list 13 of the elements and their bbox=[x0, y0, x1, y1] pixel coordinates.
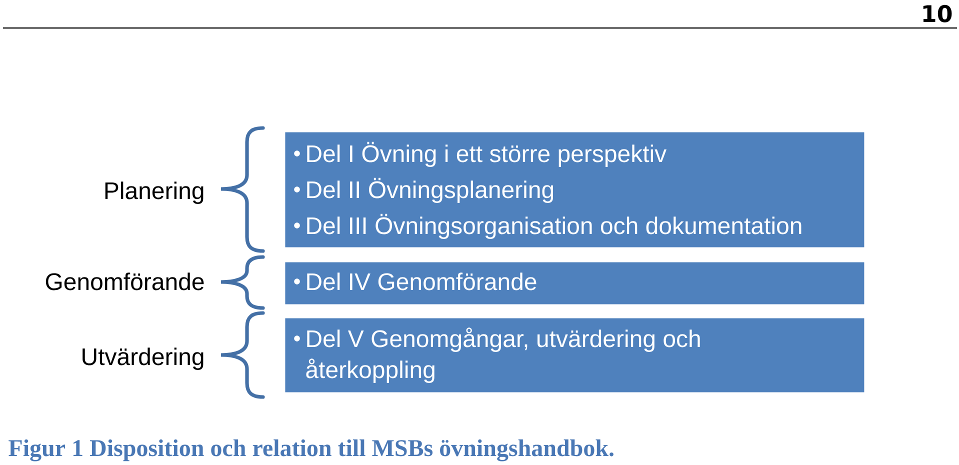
phase-label: Planering bbox=[105, 182, 204, 204]
figure-caption: Figur 1 Disposition och relation till MSBs övningshandbok. bbox=[8, 439, 614, 462]
list-item: Del III Övningsorganisation och dokumentation bbox=[307, 214, 802, 239]
page-number: 10 bbox=[923, 4, 952, 22]
section-box bbox=[285, 132, 864, 248]
list-item: Del I Övning i ett större perspektiv bbox=[307, 142, 667, 167]
phase-label: Utvärdering bbox=[82, 348, 204, 370]
section-box bbox=[285, 318, 864, 392]
list-item: Del II Övningsplanering bbox=[307, 178, 554, 203]
section-box bbox=[285, 262, 864, 304]
list-item: Del IV Genomförande bbox=[307, 272, 536, 290]
phase-label: Genomförande bbox=[46, 272, 204, 290]
list-item: Del V Genomgångar, utvärdering och återkoppling bbox=[306, 328, 700, 383]
